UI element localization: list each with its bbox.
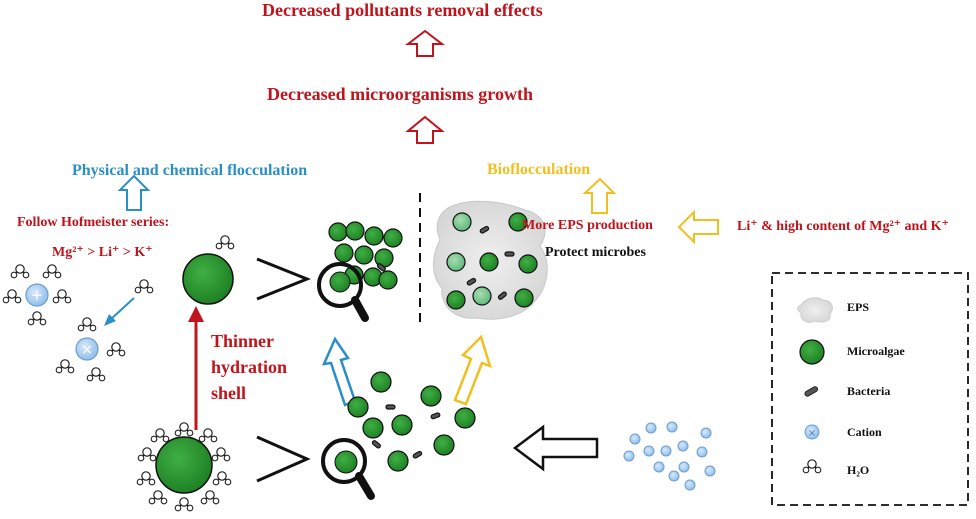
floc-cluster-top	[328, 221, 403, 290]
arrow-up-blue-small	[117, 174, 151, 211]
legend-label-bacteria: Bacteria	[847, 384, 891, 398]
arrow-up-red-top	[405, 29, 445, 57]
legend-box	[771, 272, 969, 506]
legend-label-eps: EPS	[847, 300, 870, 314]
heading-physical: Physical and chemical flocculation	[72, 162, 308, 179]
legend-eps-icon	[797, 297, 833, 323]
label-protect: Protect microbes	[545, 245, 646, 260]
scattered-algae	[347, 371, 476, 472]
label-thinner-1: Thinner	[211, 331, 275, 351]
cation-cluster	[623, 421, 716, 491]
legend-label-water: H₂O	[847, 463, 870, 477]
chevron-top	[256, 257, 312, 301]
arrow-left-gold	[677, 209, 719, 245]
arrow-up-gold-large	[453, 334, 492, 406]
eps-floc	[433, 200, 548, 320]
legend-bacteria-icon	[804, 386, 819, 397]
legend-label-cation: Cation	[847, 425, 882, 439]
legend-microalgae-icon	[799, 339, 825, 365]
microalgae-thin-shell	[182, 253, 234, 305]
heading-pollutants: Decreased pollutants removal effects	[262, 0, 543, 20]
heading-bioflocculation: Bioflocculation	[487, 161, 591, 178]
chevron-bottom	[256, 435, 311, 483]
arrow-left-black	[512, 424, 599, 472]
arrow-blue-diagonal	[109, 297, 135, 321]
water-free-1	[134, 279, 154, 294]
label-eps-production: More EPS production	[522, 218, 653, 233]
label-thinner-2: hydration	[211, 357, 288, 377]
svg-text:×: ×	[81, 342, 93, 358]
legend-water-icon	[802, 459, 822, 474]
label-hofmeister-series: Mg²⁺ > Li⁺ > K⁺	[52, 245, 153, 260]
arrow-up-gold-small	[582, 177, 617, 214]
legend-cation-icon: ×	[804, 424, 820, 440]
label-hofmeister-title: Follow Hofmeister series:	[17, 215, 170, 230]
cation-hydrated-1: +	[2, 264, 72, 326]
label-thinner-3: shell	[211, 383, 247, 403]
water-free-2	[215, 235, 235, 250]
magnifier-top-icon	[317, 262, 369, 322]
heading-growth: Decreased microorganisms growth	[267, 84, 533, 104]
label-ion-condition: Li⁺ & high content of Mg²⁺ and K⁺	[737, 219, 949, 234]
cation-hydrated-2: ×	[55, 317, 126, 382]
arrow-up-blue-large	[321, 336, 357, 407]
microalgae-hydrated	[136, 422, 232, 512]
svg-text:+: +	[31, 286, 44, 304]
svg-text:×: ×	[808, 428, 816, 439]
arrow-up-red-mid	[405, 115, 445, 144]
magnifier-bottom-icon	[321, 438, 375, 500]
legend-label-microalgae: Microalgae	[847, 344, 905, 358]
